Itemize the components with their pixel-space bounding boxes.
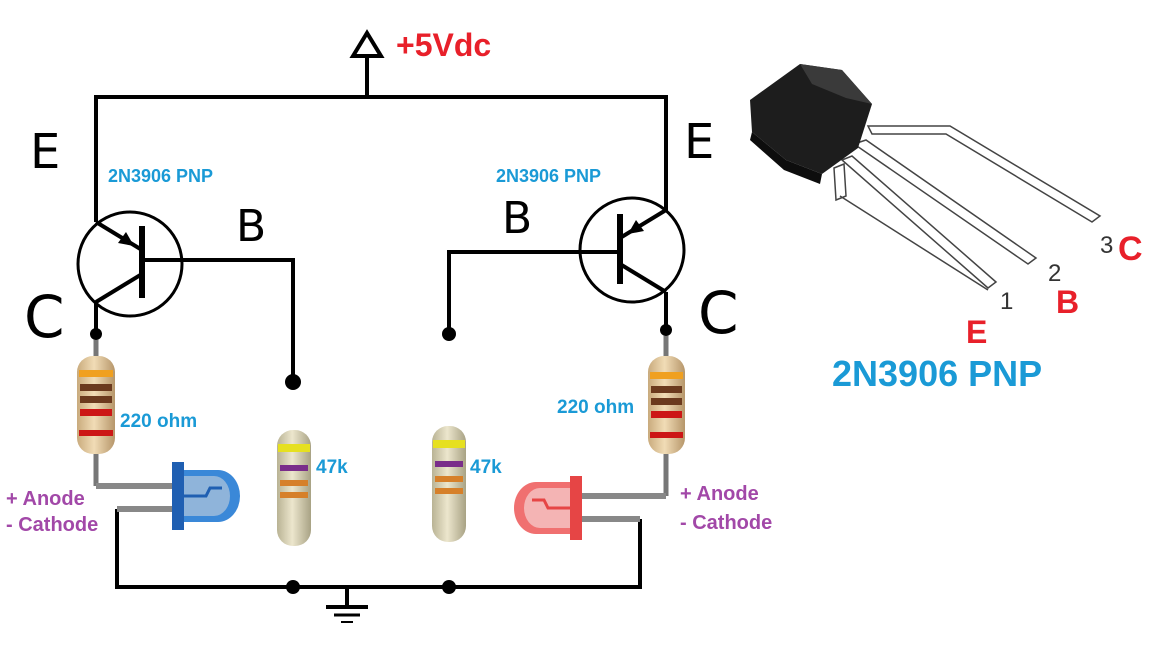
right-transistor-symbol (578, 196, 686, 304)
to92-package-illustration (750, 64, 1102, 291)
left-led-cathode-label: - Cathode (6, 514, 99, 536)
left-base-node (285, 374, 301, 390)
left-part-label: 2N3906 PNP (108, 166, 214, 186)
right-led-resistor (648, 336, 685, 496)
right-led-anode-label: + Anode (680, 483, 759, 505)
right-led-resistor-label: 220 ohm (557, 397, 635, 418)
left-emitter-label: E (30, 124, 61, 180)
ground-symbol (326, 587, 368, 623)
right-led-cathode-label: - Cathode (680, 512, 773, 534)
right-led (514, 476, 666, 540)
left-base-resistor (277, 390, 311, 587)
supply-label: +5Vdc (396, 27, 492, 63)
right-base-label: B (502, 193, 533, 244)
pin2-number: 2 (1048, 260, 1062, 287)
left-led-resistor-label: 220 ohm (120, 411, 198, 432)
right-base-resistor (432, 340, 466, 587)
right-base-node (442, 327, 456, 341)
supply-terminal (349, 29, 385, 97)
package-title: 2N3906 PNP (832, 353, 1043, 394)
left-base-wire (184, 258, 295, 382)
pin1-number: 1 (1000, 288, 1014, 315)
left-led-anode-label: + Anode (6, 488, 85, 510)
left-collector-node (90, 328, 102, 340)
right-emitter-label: E (684, 114, 715, 170)
pin2-letter: B (1056, 284, 1080, 320)
left-base-resistor-label: 47k (316, 457, 348, 478)
top-rail-wire (94, 95, 668, 222)
pin1-letter: E (966, 314, 988, 350)
ground-rail-wire (115, 509, 642, 589)
pin3-number: 3 (1100, 232, 1114, 259)
right-collector-node (660, 324, 672, 336)
left-base-label: B (236, 201, 267, 252)
right-collector-label: C (698, 279, 739, 347)
right-base-resistor-label: 47k (470, 457, 502, 478)
pin3-letter: C (1118, 230, 1143, 268)
left-collector-label: C (24, 283, 65, 351)
left-led-resistor (77, 340, 115, 486)
left-led (96, 462, 240, 530)
right-base-wire (447, 250, 580, 334)
left-transistor-symbol (76, 210, 184, 318)
right-part-label: 2N3906 PNP (496, 166, 602, 186)
